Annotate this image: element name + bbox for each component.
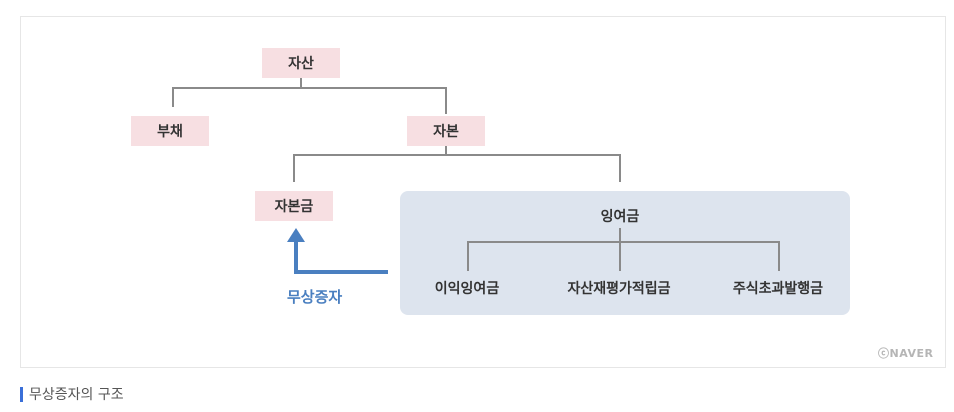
figure-caption: 무상증자의 구조 <box>20 384 124 404</box>
node-equity: 자본 <box>407 116 485 146</box>
connector-surplus-down <box>619 228 621 242</box>
connector-to-revaluation <box>619 241 621 271</box>
node-liability: 부채 <box>131 116 209 146</box>
node-retained-earnings-label: 이익잉여금 <box>434 281 500 297</box>
node-capital: 자본금 <box>255 191 333 221</box>
bonus-issue-label: 무상증자 <box>287 288 343 306</box>
node-liability-label: 부채 <box>157 124 183 140</box>
node-asset: 자산 <box>262 48 340 78</box>
node-share-premium-label: 주식초과발행금 <box>732 281 824 297</box>
node-capital-label: 자본금 <box>274 199 314 215</box>
node-revaluation-reserve: 자산재평가적립금 <box>549 277 689 299</box>
naver-credit: ⓒNAVER <box>878 347 934 360</box>
node-surplus-label: 잉여금 <box>600 209 640 225</box>
connector-to-capital <box>293 154 295 182</box>
caption-text: 무상증자의 구조 <box>29 387 124 403</box>
connector-root-bar <box>172 87 447 89</box>
caption-accent-bar <box>20 386 23 402</box>
connector-to-equity <box>445 87 447 114</box>
node-surplus: 잉여금 <box>580 205 660 227</box>
connector-equity-down <box>445 144 447 155</box>
node-equity-label: 자본 <box>433 124 459 140</box>
node-retained-earnings: 이익잉여금 <box>412 277 522 299</box>
node-share-premium: 주식초과발행금 <box>716 277 840 299</box>
connector-to-surplus <box>619 154 621 182</box>
surplus-panel <box>400 191 850 315</box>
connector-to-retained <box>467 241 469 271</box>
node-revaluation-reserve-label: 자산재평가적립금 <box>567 281 671 297</box>
connector-to-liability <box>172 87 174 107</box>
connector-equity-bar <box>293 154 621 156</box>
connector-surplus-bar <box>467 241 780 243</box>
connector-root-down <box>300 78 302 88</box>
node-asset-label: 자산 <box>288 56 314 72</box>
connector-to-premium <box>778 241 780 271</box>
